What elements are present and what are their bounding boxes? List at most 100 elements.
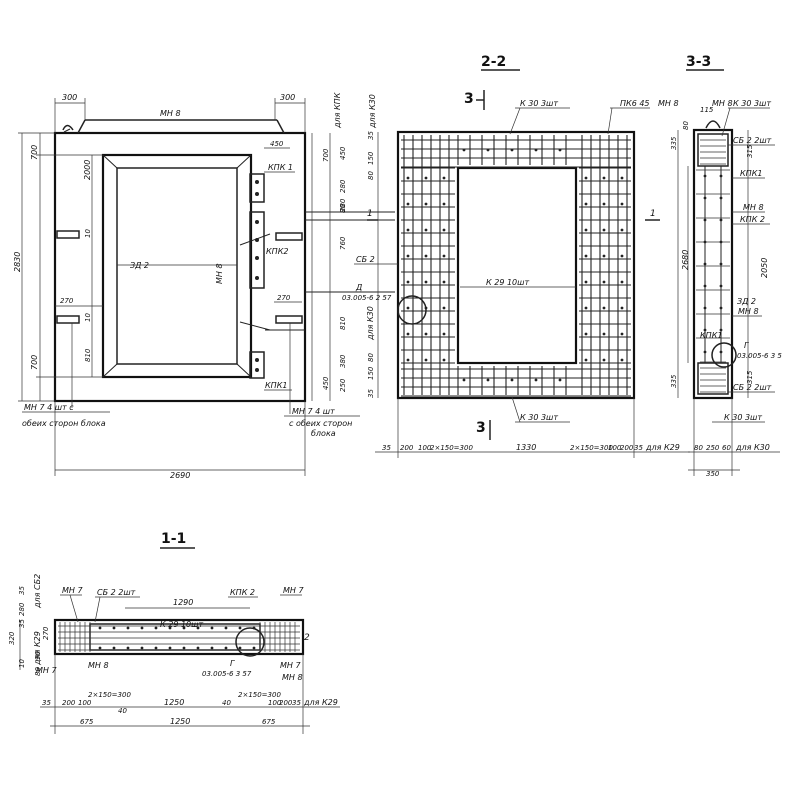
cut-3-top: 3	[464, 91, 474, 107]
s22-dim-150b: 150	[367, 366, 375, 380]
rebar-dot	[486, 148, 490, 152]
s11-bd-35a: 35	[42, 699, 51, 707]
kpk1-top-label: КПК 1	[268, 163, 293, 172]
s11-outline	[53, 618, 305, 656]
dlya-kpk: для КПК	[333, 92, 342, 129]
dim-right-380: 380	[339, 354, 347, 368]
s11-bd-100a: 100	[78, 699, 92, 707]
mn7-left-label: МН 7 4 шт с	[24, 403, 74, 412]
block-outline	[53, 131, 307, 403]
dim-right-280b: 280	[339, 198, 347, 212]
s11-ldim-35b: 35	[18, 619, 26, 628]
detail-d-circle	[397, 295, 427, 325]
rebar-dot	[224, 646, 228, 650]
s11-ldim-280: 280	[18, 602, 26, 616]
rebar-dot	[442, 358, 446, 362]
s22-bdim-35b: 35	[634, 444, 643, 452]
s22-sb2-label: СБ 2	[356, 255, 375, 264]
rebar-dot	[620, 176, 624, 180]
s11-rebar	[58, 622, 300, 652]
s22-dim-150a: 150	[367, 151, 375, 165]
s33-dlya-k30: для К30	[735, 443, 770, 452]
rebar-dot	[98, 646, 102, 650]
s33-dim-2680: 2680	[681, 250, 690, 270]
rebar-dot	[406, 202, 410, 206]
s11-kpk2: КПК 2	[230, 588, 255, 597]
rebar-dot	[406, 306, 410, 310]
s33-kpk1-b: КПК1	[700, 331, 722, 340]
rebar-dot	[703, 350, 707, 354]
s11-mn8-br: МН 8	[282, 673, 303, 682]
rebar-dot	[196, 646, 200, 650]
s22-bdim-200a: 200	[400, 444, 414, 452]
s22-outline	[396, 130, 636, 400]
front-view: 300 300 МН 8 2830 700 700 2000 10 10 810…	[13, 92, 395, 480]
cut-1-left: 1	[367, 209, 373, 219]
rebar-dot	[224, 626, 228, 630]
dim-300-left: 300	[62, 93, 77, 102]
rebar-dot	[584, 280, 588, 284]
s33-dim-335a: 335	[670, 136, 678, 150]
rebar-dot	[703, 218, 707, 222]
rebar-dot	[424, 280, 428, 284]
dim-270-a: 270	[60, 297, 74, 305]
mn8-top-label: МН 8	[160, 109, 181, 118]
dim-right-810: 810	[339, 316, 347, 330]
s11-dim-1290: 1290	[173, 598, 193, 607]
mn7-right-label: МН 7 4 шт	[292, 407, 335, 416]
s22-dlya-k29: для К29	[645, 443, 680, 452]
rebar-dot	[584, 254, 588, 258]
rebar-dot	[510, 378, 514, 382]
s33-g-ref: 03.005-6 3 5	[737, 352, 782, 360]
kpk1-part	[249, 351, 265, 379]
rebar-dot	[620, 306, 624, 310]
s11-bd-200a: 200	[62, 699, 76, 707]
s11-g-label: Г	[230, 659, 235, 668]
rebar-dot	[510, 148, 514, 152]
s33-bdim-80: 80	[694, 444, 703, 452]
rebar-dot	[168, 626, 172, 630]
s11-ldim-90: 90	[34, 651, 42, 660]
s11-mn7-bl: МН 7	[36, 666, 57, 675]
rebar-dot	[406, 332, 410, 336]
rebar-dot	[238, 646, 242, 650]
opening-frame-outer	[101, 153, 253, 379]
dim-2830: 2830	[13, 252, 22, 272]
s11-bd-100b: 100	[268, 699, 282, 707]
rebar-dot	[140, 646, 144, 650]
rebar-dot	[584, 202, 588, 206]
opening-frame-inner	[116, 167, 238, 365]
dim-right-280a: 280	[339, 179, 347, 193]
s22-mn8-label: МН 8	[658, 99, 679, 108]
mn8-mid-label: МН 8	[215, 263, 224, 284]
s22-bdim-200b: 200	[620, 444, 634, 452]
section-3-3-title: 3-3	[686, 54, 711, 70]
s11-ldim-270: 270	[42, 626, 50, 640]
rebar-dot	[584, 332, 588, 336]
cut-1-right: 1	[650, 209, 656, 219]
s11-cut-2: 2	[304, 633, 310, 643]
dim-right-450: 450	[339, 146, 347, 160]
s11-bd-300a: 2×150=300	[88, 691, 131, 699]
s11-ldim-320: 320	[8, 631, 16, 645]
s22-dlya-k30: для К30	[366, 306, 375, 341]
dim-300-right: 300	[280, 93, 295, 102]
s11-dlya-sb2: для СБ2	[33, 574, 42, 609]
rebar-dot	[584, 176, 588, 180]
rebar-dot	[486, 378, 490, 382]
rebar-dot	[620, 280, 624, 284]
rebar-dot	[584, 358, 588, 362]
rebar-dot	[154, 626, 158, 630]
s11-sb2-label: СБ 2 2шт	[97, 588, 136, 597]
s11-mn7-br: МН 7	[280, 661, 301, 670]
rebar-dot	[196, 626, 200, 630]
s22-opening	[456, 166, 578, 365]
s33-k30-bottom: К 30 3шт	[724, 413, 762, 422]
dlya-k30-top: для К30	[368, 94, 377, 129]
s33-mn8-label: МН 8	[712, 99, 733, 108]
k29-label: К 29 10шт	[486, 278, 529, 287]
rebar-dot	[126, 626, 130, 630]
kpk2-label: КПК2	[266, 247, 288, 256]
s33-dim-335b: 335	[670, 374, 678, 388]
rebar-dot	[534, 148, 538, 152]
